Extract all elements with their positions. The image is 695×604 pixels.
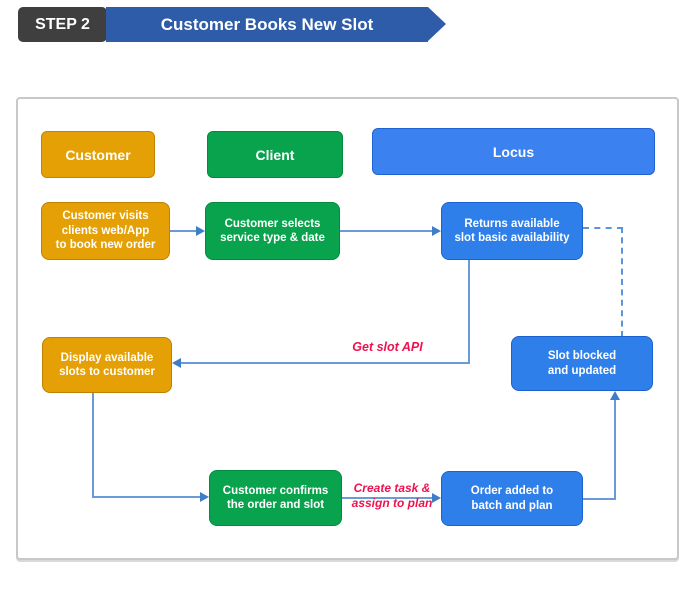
node-customer-confirms: Customer confirms the order and slot [209,470,342,526]
step-badge: STEP 2 [18,7,107,42]
connector-order-up [614,400,616,500]
node-customer-visits: Customer visits clients web/App to book … [41,202,170,260]
node-display-available: Display available slots to customer [42,337,172,393]
arrowhead-left-icon [172,358,181,368]
connector-display-to-confirms [92,496,201,498]
connector-order-right [583,498,616,500]
edge-label-get-slot-api: Get slot API [352,340,423,354]
arrowhead-right-icon [432,226,441,236]
lane-header-client: Client [207,131,343,178]
lane-header-customer: Customer [41,131,155,178]
connector-returns-down [468,259,470,363]
connector-dashed-horizontal [583,227,623,229]
page-title: Customer Books New Slot [106,7,428,42]
lane-header-locus: Locus [372,128,655,175]
connector-selects-to-returns [340,230,433,232]
arrowhead-up-icon [610,391,620,400]
connector-confirms-to-order [342,497,433,499]
title-arrow-icon [428,7,446,41]
node-returns-available: Returns available slot basic availabilit… [441,202,583,260]
arrowhead-right-icon [432,493,441,503]
connector-visits-to-selects [170,230,198,232]
edge-label-create-task: Create task & assign to plan [351,481,433,510]
arrowhead-right-icon [200,492,209,502]
node-customer-selects: Customer selects service type & date [205,202,340,260]
arrowhead-right-icon [196,226,205,236]
connector-display-down [92,393,94,498]
node-order-added: Order added to batch and plan [441,471,583,526]
connector-dashed-vertical [621,227,623,337]
node-slot-blocked: Slot blocked and updated [511,336,653,391]
connector-returns-to-display [181,362,470,364]
